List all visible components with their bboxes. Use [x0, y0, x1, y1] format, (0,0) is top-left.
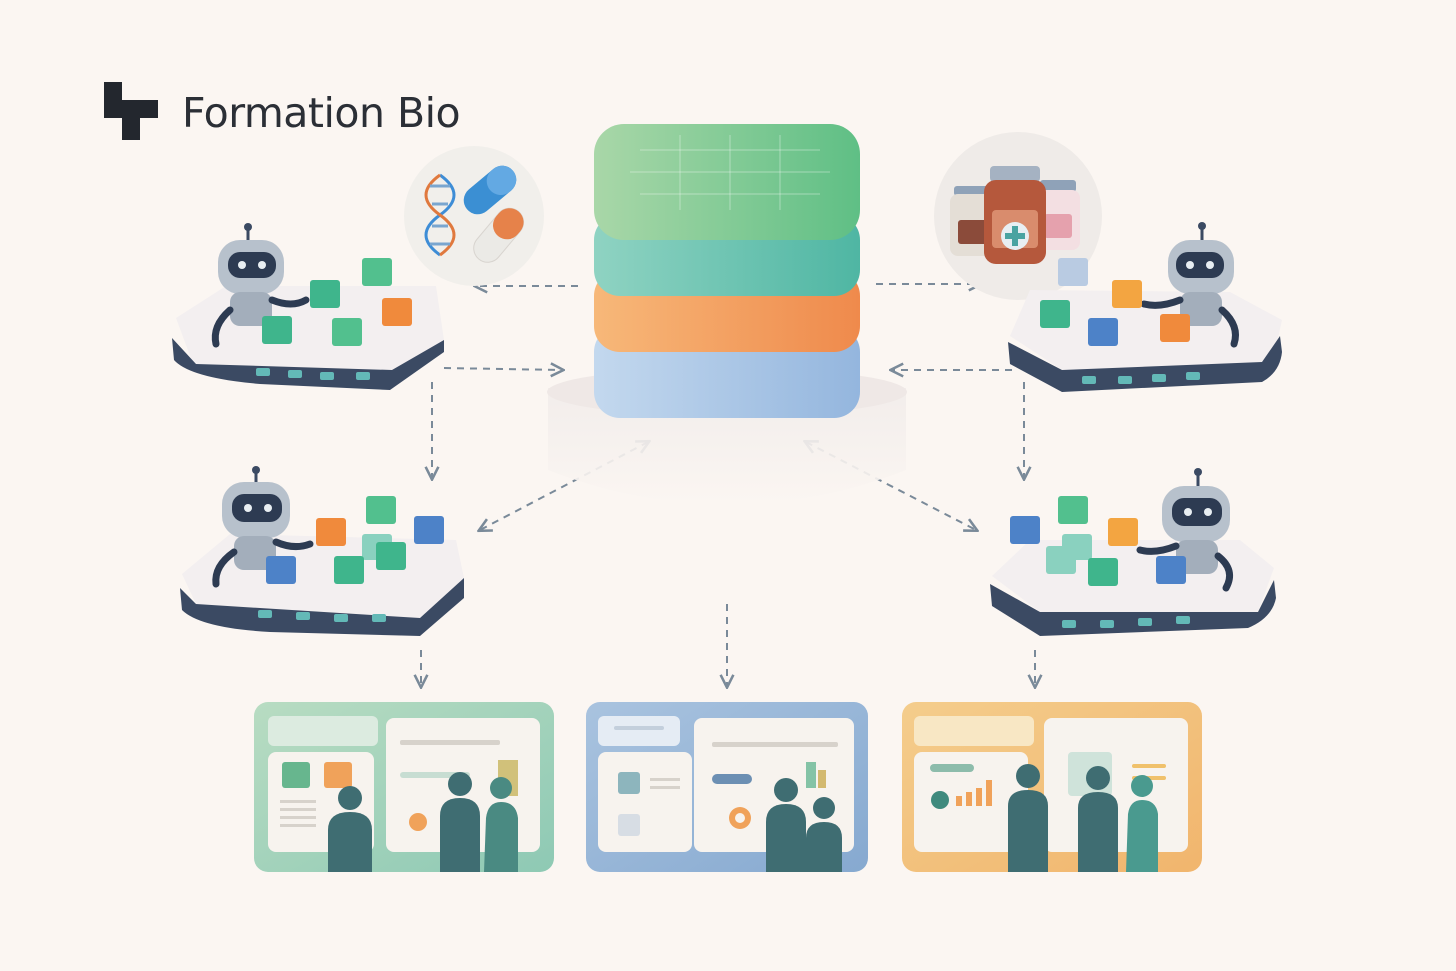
stacked-data-layers	[547, 124, 907, 505]
dna-icon	[424, 173, 456, 257]
capsule-blue-icon	[463, 165, 517, 215]
robot-icon	[212, 466, 314, 588]
people-icon	[328, 772, 518, 872]
robot-icon	[211, 223, 310, 348]
robot-agent-middle-left	[180, 466, 464, 636]
formation-bio-logo-icon	[104, 82, 158, 140]
data-cube-icons	[266, 496, 444, 584]
layer-green	[594, 124, 860, 240]
robot-agent-top-right	[1008, 222, 1282, 392]
robot-icon	[1136, 468, 1234, 592]
dashboard-orange	[902, 702, 1202, 872]
brand-name: Formation Bio	[182, 88, 461, 137]
dashboard-green	[254, 702, 554, 872]
dashboard-blue	[586, 702, 868, 872]
people-icon	[766, 778, 842, 872]
brand: Formation Bio	[104, 82, 461, 144]
robot-agent-top-left	[172, 223, 444, 390]
people-icon	[1008, 764, 1158, 872]
molecules-and-pills-icon	[404, 146, 544, 286]
data-cube-icons	[1010, 496, 1186, 586]
capsule-orange-icon	[473, 207, 525, 263]
robot-icon	[1140, 222, 1239, 348]
robot-agent-middle-right	[990, 468, 1276, 636]
medicine-bottles-icon	[934, 132, 1102, 300]
data-cube-icons	[1040, 258, 1190, 346]
data-cube-icons	[262, 258, 412, 346]
connector-agent-tl-to-stack	[443, 368, 562, 370]
